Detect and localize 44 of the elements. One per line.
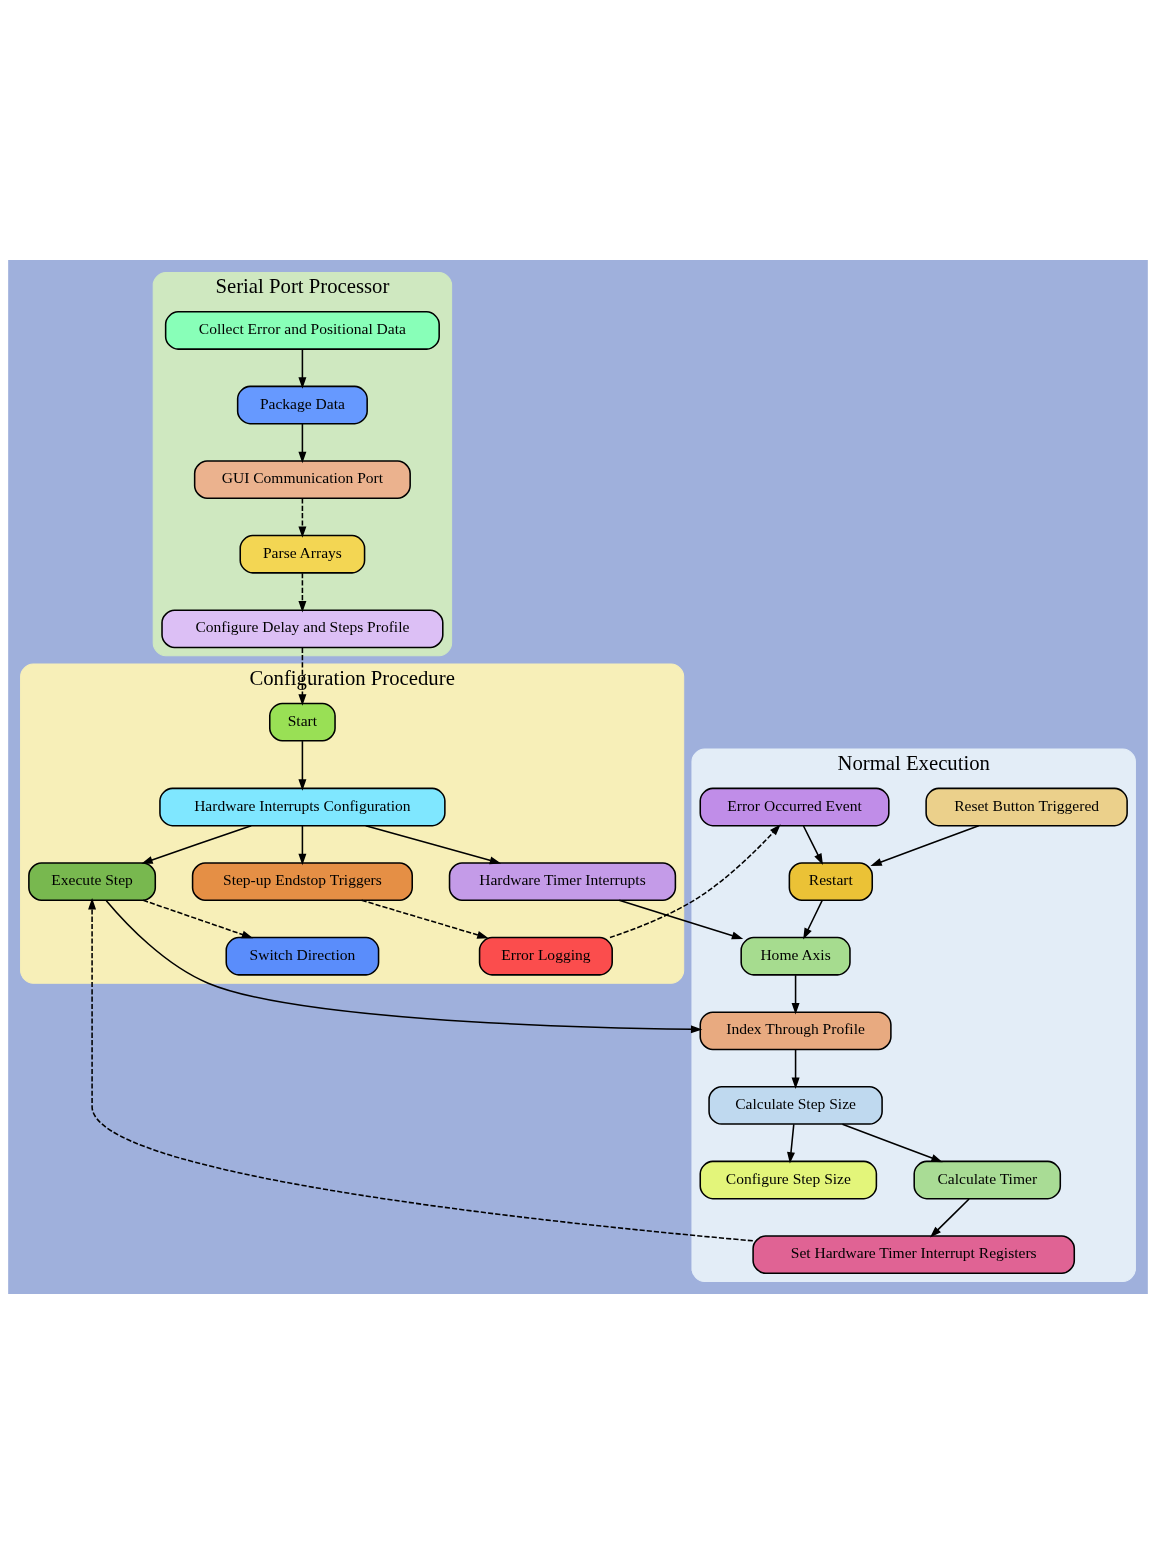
node-box: Configure Step Size [699,1160,878,1199]
arrow [609,823,781,938]
node-box: Start [269,702,336,741]
node-box: Calculate Timer [913,1160,1062,1199]
node-box: Index Through Profile [699,1010,892,1050]
node-box: Set Hardware Timer Interrupt Registers [752,1234,1076,1274]
node-box: Hardware Interrupts Configuration [159,787,446,826]
node-box: Collect Error and Positional Data [164,310,440,350]
arrow [360,899,489,939]
arrow [298,497,307,538]
arrow [930,1197,970,1238]
arrow [791,973,800,1014]
arrow [298,571,307,612]
arrow [870,824,980,866]
arrow [298,824,307,865]
arrow [298,422,307,463]
arrow [618,899,744,939]
node-box: Switch Direction [225,936,380,976]
arrow [791,1048,800,1089]
arrow [142,899,254,938]
node-box: Hardware Timer Interrupts [448,861,677,901]
node-box: Home Axis [740,936,851,976]
node-box: Calculate Step Size [708,1085,883,1125]
node-box: Restart [788,861,873,901]
node-box: Reset Button Triggered [925,787,1128,826]
arrow [803,899,823,940]
arrow [787,1123,795,1164]
arrow [298,646,307,706]
arrow [841,1122,943,1162]
arrow [364,824,502,864]
node-box: Package Data [236,385,368,424]
node-box: Configure Delay and Steps Profile [161,608,444,648]
arrow [802,824,823,865]
arrow [88,897,754,1242]
node-box: Error Occurred Event [699,787,890,826]
arrow [298,739,307,791]
node-box: GUI Communication Port [193,459,411,499]
node-box: Error Logging [478,936,613,976]
arrow [105,899,703,1033]
node-box: Execute Step [28,861,157,901]
node-box: Parse Arrays [239,534,366,574]
node-box: Step-up Endstop Triggers [191,861,413,901]
arrow [298,348,307,389]
arrow [141,824,252,864]
